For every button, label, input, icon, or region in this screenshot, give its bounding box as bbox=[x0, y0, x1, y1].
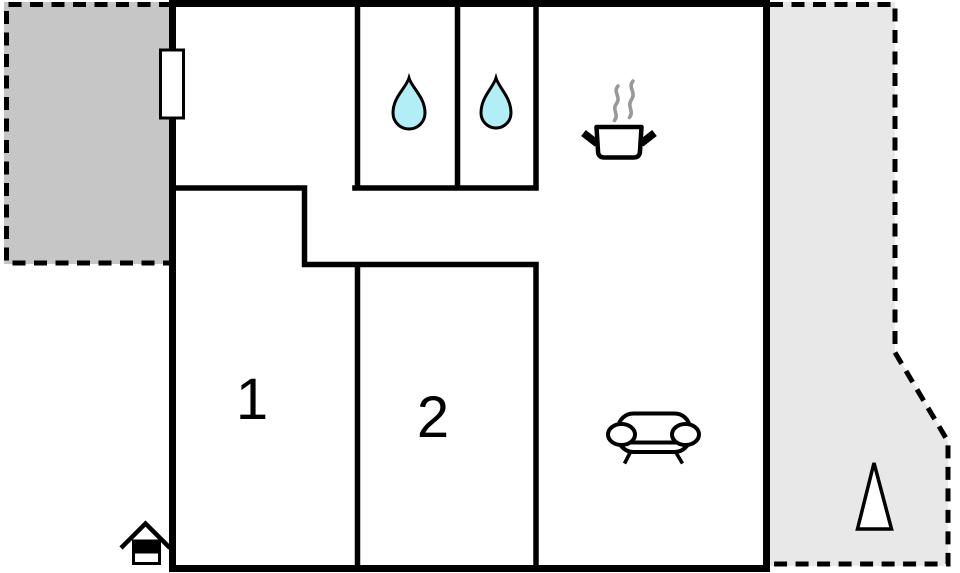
sofa-icon bbox=[606, 411, 701, 465]
pot-handle-right bbox=[638, 130, 657, 147]
terrace-area bbox=[4, 2, 171, 264]
sofa-armrest-right bbox=[670, 422, 701, 447]
pot-body bbox=[594, 124, 644, 160]
steam-wave bbox=[627, 79, 635, 120]
building-outline bbox=[169, 0, 770, 572]
tree-icon bbox=[855, 462, 894, 531]
water-drop-icon bbox=[391, 72, 427, 131]
interior-walls bbox=[169, 2, 539, 569]
sofa-armrest-left bbox=[606, 422, 637, 447]
window-icon bbox=[159, 48, 185, 120]
terrace-dashed-border bbox=[4, 2, 172, 266]
house-icon bbox=[119, 520, 172, 565]
cooking-pot-icon bbox=[581, 124, 657, 160]
sofa-leg-left bbox=[622, 450, 633, 465]
steam-wave bbox=[612, 84, 620, 123]
room2-label: 2 bbox=[417, 385, 449, 450]
garden-area bbox=[770, 2, 948, 566]
water-drop-icon bbox=[479, 72, 513, 130]
sofa-leg-right bbox=[673, 450, 685, 465]
room1-label: 1 bbox=[236, 367, 268, 432]
house-dark-band bbox=[132, 540, 161, 554]
steam-icon bbox=[612, 79, 635, 123]
garden-dashed-border bbox=[770, 2, 951, 567]
house-roof bbox=[119, 520, 172, 550]
pot-handle-left bbox=[581, 130, 600, 147]
